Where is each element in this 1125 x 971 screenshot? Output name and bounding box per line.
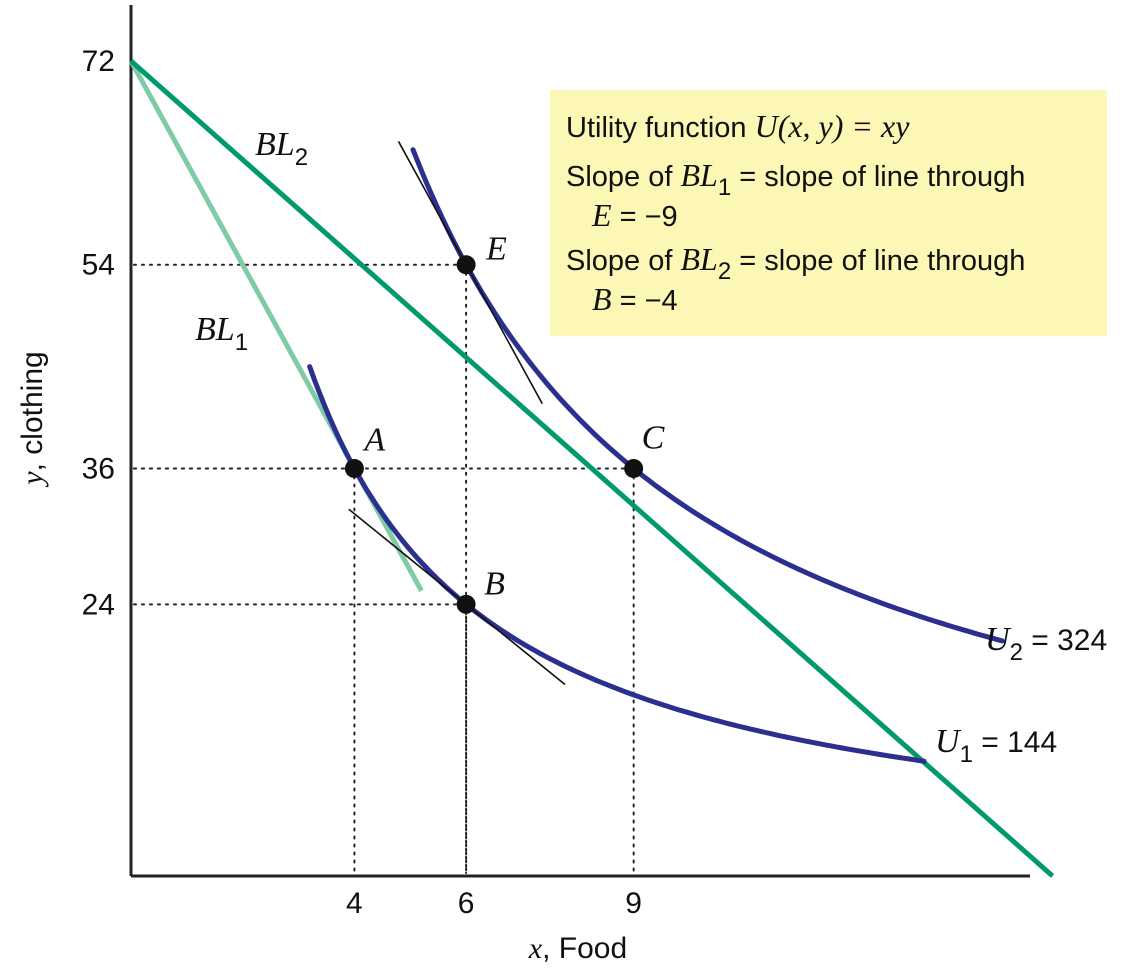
y-tick-54: 54 [82, 249, 115, 282]
point-b [456, 594, 476, 614]
tick-labels: 4 6 9 24 36 54 72 [82, 45, 642, 920]
point-label-a: A [362, 421, 385, 458]
point-label-c: C [642, 419, 665, 456]
y-tick-36: 36 [82, 452, 115, 485]
annotation-box [550, 90, 1107, 336]
annotation-line-4: Slope of BL2 = slope of line through [566, 241, 1025, 285]
budget-line-bl2 [129, 59, 1055, 878]
indifference-curve-u2 [410, 147, 1005, 644]
label-bl1: BL1 [195, 311, 248, 356]
x-tick-4: 4 [346, 887, 363, 920]
point-e [456, 255, 476, 275]
y-tick-72: 72 [82, 45, 115, 78]
label-bl2: BL2 [255, 126, 308, 171]
point-label-e: E [485, 231, 507, 268]
y-tick-24: 24 [82, 588, 115, 621]
x-tick-6: 6 [458, 887, 475, 920]
point-label-b: B [484, 565, 505, 602]
x-tick-9: 9 [625, 887, 642, 920]
point-layer: A B C E [344, 231, 665, 614]
label-u2: U2 = 324 [985, 621, 1107, 666]
annotation-line-3: E = −9 [591, 197, 678, 233]
tangent-line-b [348, 508, 566, 686]
series-layer [128, 59, 1055, 878]
point-a [344, 458, 364, 478]
y-axis-label: y, clothing [16, 351, 49, 487]
point-c [624, 458, 644, 478]
annotation-line-5: B = −4 [592, 281, 678, 317]
annotation-line-2: Slope of BL1 = slope of line through [566, 157, 1025, 201]
label-u1: U1 = 144 [935, 723, 1057, 768]
guide-lines [133, 263, 635, 874]
indifference-curve-u1 [307, 364, 927, 764]
x-axis-label: x, Food [528, 932, 627, 965]
annotation-line-1: Utility function U(x, y) = xy [566, 108, 910, 144]
